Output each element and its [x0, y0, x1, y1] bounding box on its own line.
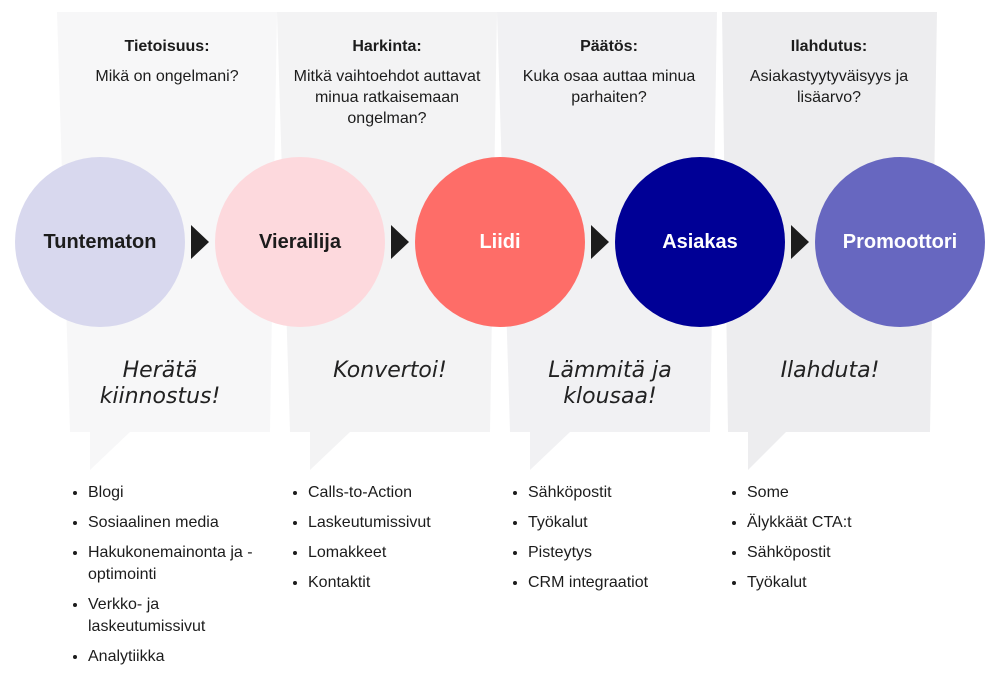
circle-vierailija: Vierailija — [215, 157, 385, 327]
arrow-right-icon — [591, 225, 609, 259]
stage-panel-2 — [277, 12, 497, 470]
list-item: Kontaktit — [308, 572, 508, 594]
stage-title: Ilahdutus: — [790, 38, 868, 55]
circle-liidi: Liidi — [415, 157, 585, 327]
list-item: Työkalut — [747, 572, 947, 594]
stage-question: Mitkä vaihtoehdot auttavat minua ratkais… — [293, 68, 481, 127]
tactics-list-2: Calls-to-Action Laskeutumissivut Lomakke… — [290, 482, 508, 602]
stage-title: Tietoisuus: — [124, 38, 210, 55]
stage-title: Päätös: — [580, 38, 638, 55]
circle-promoottori: Promoottori — [815, 157, 985, 327]
stage-action: Lämmitä ja klousaa! — [548, 358, 672, 409]
list-item: Sosiaalinen media — [88, 512, 263, 534]
list-item: Verkko- ja laskeutumissivut — [88, 594, 238, 638]
list-item: Sähköpostit — [528, 482, 728, 504]
list-item: Hakukonemainonta ja -optimointi — [88, 542, 263, 586]
list-item: Työkalut — [528, 512, 728, 534]
tactics-list-4: Some Älykkäät CTA:t Sähköpostit Työkalut — [729, 482, 947, 602]
arrow-right-icon — [191, 225, 209, 259]
list-item: Analytiikka — [88, 646, 263, 668]
list-item: Sähköpostit — [747, 542, 947, 564]
list-item: Pisteytys — [528, 542, 728, 564]
tactics-list-1: Blogi Sosiaalinen media Hakukonemainonta… — [70, 482, 263, 676]
list-item: Some — [747, 482, 947, 504]
stage-question: Kuka osaa auttaa minua parhaiten? — [522, 68, 696, 106]
stage-title: Harkinta: — [352, 38, 422, 55]
stage-question: Asiakastyytyväisyys ja lisäarvo? — [749, 68, 909, 106]
list-item: Laskeutumissivut — [308, 512, 508, 534]
circle-tuntematon: Tuntematon — [15, 157, 185, 327]
list-item: Calls-to-Action — [308, 482, 508, 504]
stage-action: Ilahduta! — [780, 358, 880, 383]
list-item: Blogi — [88, 482, 263, 504]
circle-asiakas: Asiakas — [615, 157, 785, 327]
list-item: Lomakkeet — [308, 542, 508, 564]
list-item: CRM integraatiot — [528, 572, 728, 594]
arrow-right-icon — [391, 225, 409, 259]
stage-action: Herätä kiinnostus! — [99, 358, 221, 409]
stage-action: Konvertoi! — [333, 358, 447, 383]
list-item: Älykkäät CTA:t — [747, 512, 947, 534]
tactics-list-3: Sähköpostit Työkalut Pisteytys CRM integ… — [510, 482, 728, 602]
stage-question: Mikä on ongelmani? — [95, 68, 239, 85]
arrow-right-icon — [791, 225, 809, 259]
